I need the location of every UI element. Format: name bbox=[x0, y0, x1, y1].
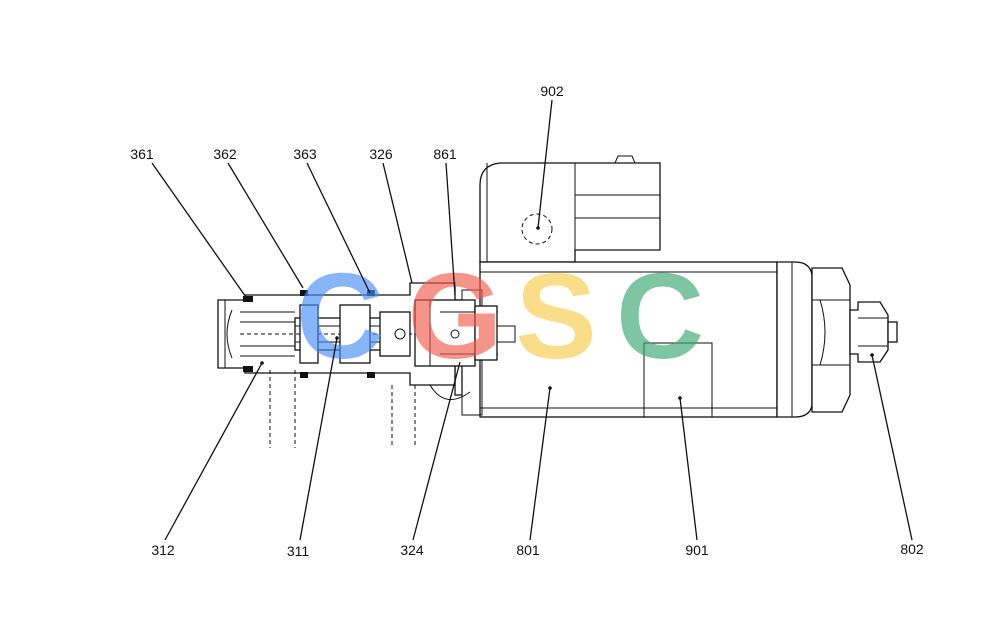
label-861: 861 bbox=[433, 146, 457, 162]
label-311: 311 bbox=[287, 543, 310, 559]
label-363: 363 bbox=[293, 146, 317, 162]
watermark: C G S C bbox=[296, 248, 704, 384]
watermark-letter-c2: C bbox=[616, 248, 704, 384]
watermark-letter-s: S bbox=[515, 248, 596, 384]
label-361: 361 bbox=[130, 146, 154, 162]
label-902: 902 bbox=[540, 83, 564, 99]
watermark-letter-g: G bbox=[408, 248, 503, 384]
watermark-letter-c1: C bbox=[296, 248, 384, 384]
label-312: 312 bbox=[151, 542, 175, 558]
leader-lines bbox=[151, 99, 913, 541]
part-labels: 361 362 363 326 861 902 312 311 324 801 … bbox=[130, 83, 924, 559]
label-326: 326 bbox=[369, 146, 393, 162]
label-362: 362 bbox=[213, 146, 237, 162]
label-324: 324 bbox=[400, 542, 424, 558]
solenoid-body bbox=[429, 155, 898, 418]
label-901: 901 bbox=[685, 542, 709, 558]
label-801: 801 bbox=[516, 542, 540, 558]
label-802: 802 bbox=[900, 541, 924, 557]
